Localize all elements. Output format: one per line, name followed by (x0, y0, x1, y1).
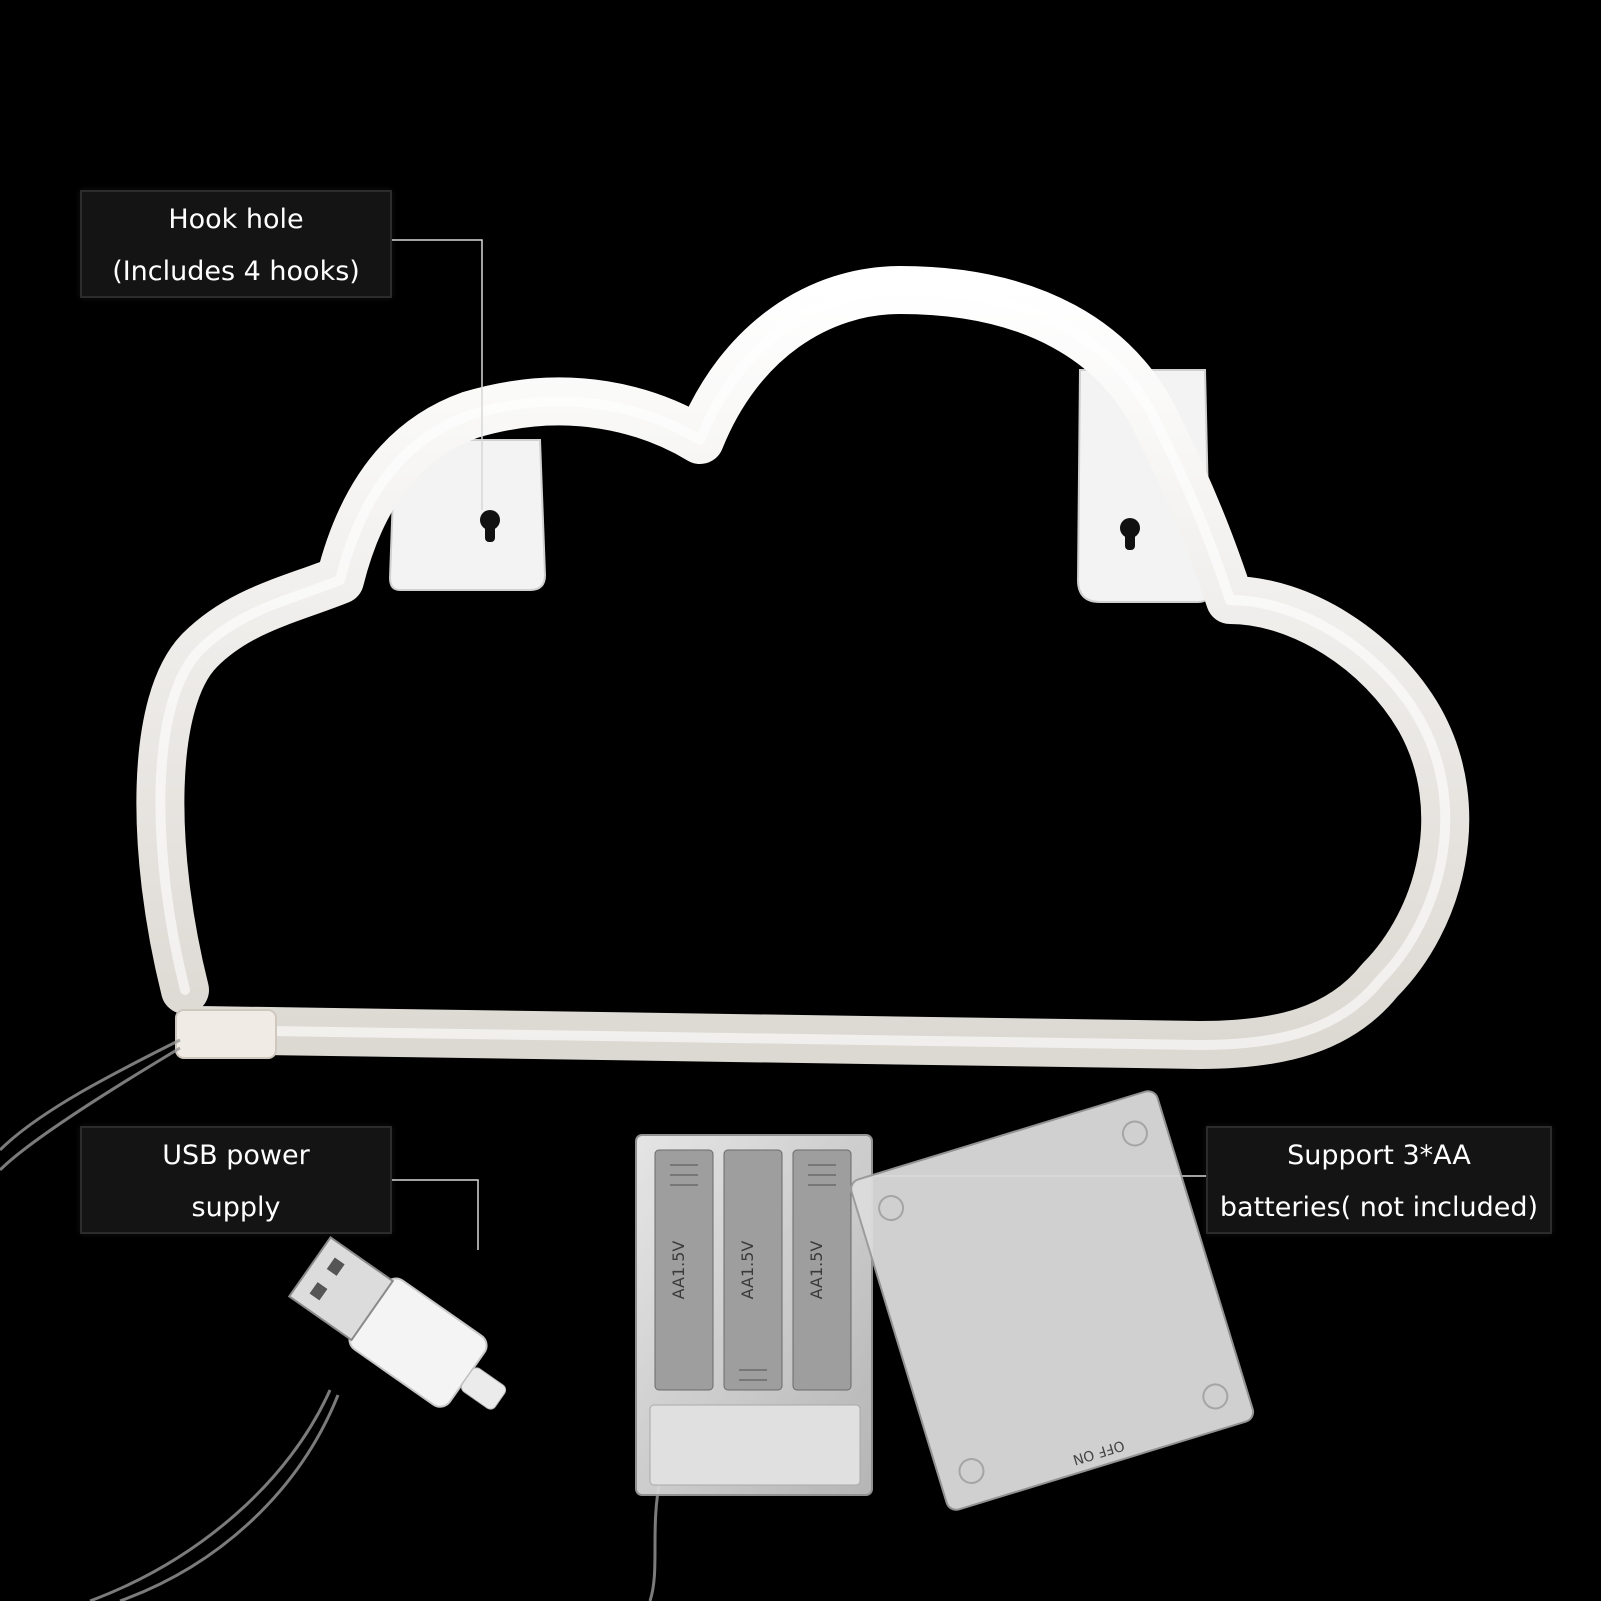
callout-batteries: Support 3*AA batteries( not included) (1206, 1126, 1552, 1234)
callout-batteries-line1: Support 3*AA (1287, 1140, 1471, 1171)
battery-cell-label-1: AA1.5V (669, 1241, 688, 1300)
usb-connector (287, 1236, 395, 1342)
usb-plug (287, 1236, 507, 1410)
tube-end-cap (175, 1009, 277, 1059)
battery-box: AA1.5V AA1.5V AA1.5V (635, 1134, 873, 1496)
callout-usb-power-line1: USB power (162, 1140, 310, 1171)
callout-hook-hole-line2: (Includes 4 hooks) (112, 256, 360, 287)
battery-slot-2: AA1.5V (723, 1149, 783, 1391)
battery-slot-3: AA1.5V (792, 1149, 852, 1391)
hook-hole-left-icon (480, 510, 500, 542)
cloud-neon-tube (136, 266, 1470, 1069)
callout-usb-power-line2: supply (191, 1192, 281, 1223)
hook-hole-right-icon (1120, 518, 1140, 550)
mounting-tab-left (388, 439, 547, 591)
battery-slot-1: AA1.5V (654, 1149, 714, 1391)
callout-batteries-line2: batteries( not included) (1219, 1192, 1539, 1223)
battery-cell-label-2: AA1.5V (738, 1241, 757, 1300)
battery-cell-label-3: AA1.5V (807, 1241, 826, 1300)
battery-lid: OFF ON (850, 1090, 1255, 1511)
callout-hook-hole-line1: Hook hole (168, 204, 304, 235)
spring-contacts (670, 1164, 836, 1381)
power-wires (0, 1038, 662, 1601)
callout-hook-hole: Hook hole (Includes 4 hooks) (80, 190, 392, 298)
callout-usb-power: USB power supply (80, 1126, 392, 1234)
